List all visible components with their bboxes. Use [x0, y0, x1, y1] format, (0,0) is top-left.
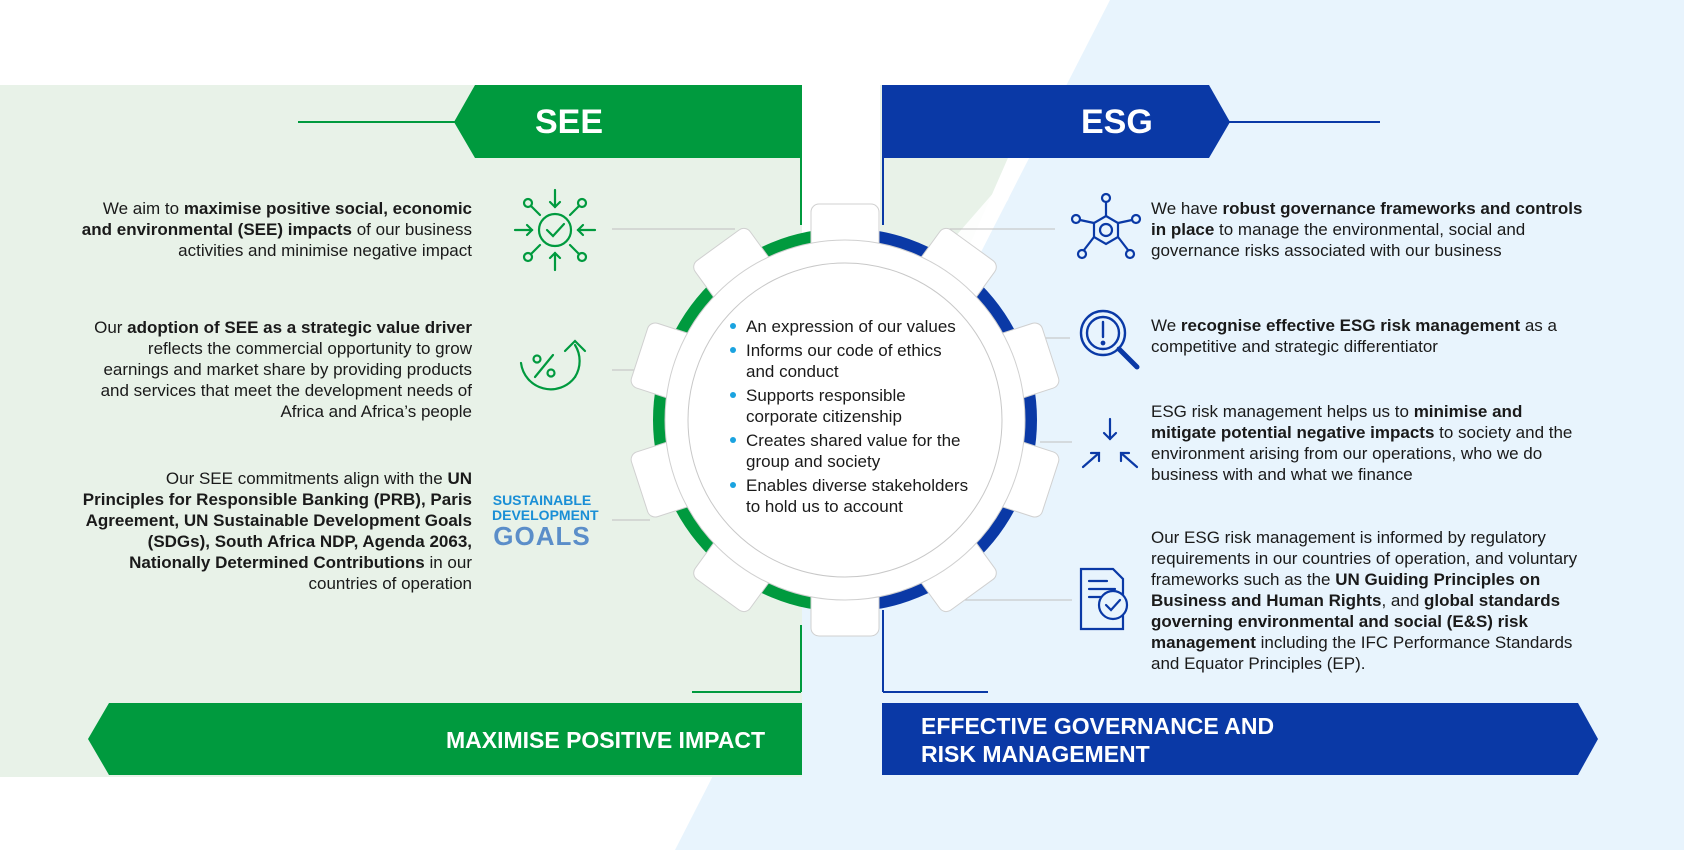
see-statement-2: Our adoption of SEE as a strategic value…	[94, 318, 472, 421]
see-statement-3: Our SEE commitments align with the UN Pr…	[82, 469, 472, 593]
esg-title-banner	[882, 85, 1230, 158]
center-bullet: Informs our code of ethics and conduct	[728, 340, 973, 382]
center-bullet: An expression of our values	[728, 316, 973, 337]
esg-bottom-banner-line1: EFFECTIVE GOVERNANCE AND	[921, 713, 1275, 739]
esg-statement-4: Our ESG risk management is informed by r…	[1151, 528, 1578, 673]
see-title: SEE	[535, 103, 604, 141]
esg-background-panel	[675, 0, 1684, 850]
see-statement-1: We aim to maximise positive social, econ…	[81, 199, 472, 260]
center-bullet-list: An expression of our values Informs our …	[728, 316, 973, 520]
see-title-banner	[454, 85, 802, 158]
converging-arrows-icon	[1081, 417, 1139, 469]
esg-statement-1: We have robust governance frameworks and…	[1151, 199, 1583, 260]
percent-growth-icon	[519, 339, 587, 391]
esg-bottom-banner-line2: RISK MANAGEMENT	[921, 741, 1150, 767]
esg-title: ESG	[1081, 103, 1153, 141]
center-bullet: Supports responsible corporate citizensh…	[728, 385, 973, 427]
magnifier-alert-icon	[1079, 309, 1140, 370]
esg-bottom-banner	[882, 703, 1598, 775]
gear-inner-circle	[687, 262, 1003, 578]
center-bullet: Creates shared value for the group and s…	[728, 430, 973, 472]
central-gear	[630, 203, 1060, 637]
see-bottom-banner	[88, 703, 802, 775]
sdg-logo: SUSTAINABLE DEVELOPMENT GOALS	[492, 492, 599, 551]
see-bottom-banner-text: MAXIMISE POSITIVE IMPACT	[445, 727, 765, 753]
center-bullet: Enables diverse stakeholders to hold us …	[728, 475, 973, 517]
esg-statement-3: ESG risk management helps us to minimise…	[1151, 402, 1573, 484]
network-gear-icon	[1070, 192, 1142, 260]
document-check-icon	[1079, 567, 1129, 631]
esg-statement-2: We recognise effective ESG risk manageme…	[1151, 316, 1557, 356]
sdg-logo-line2: DEVELOPMENT	[492, 507, 599, 523]
sdg-logo-line1: SUSTAINABLE	[492, 492, 592, 508]
sdg-logo-line3: GOALS	[493, 521, 591, 551]
target-check-icon	[513, 188, 597, 272]
